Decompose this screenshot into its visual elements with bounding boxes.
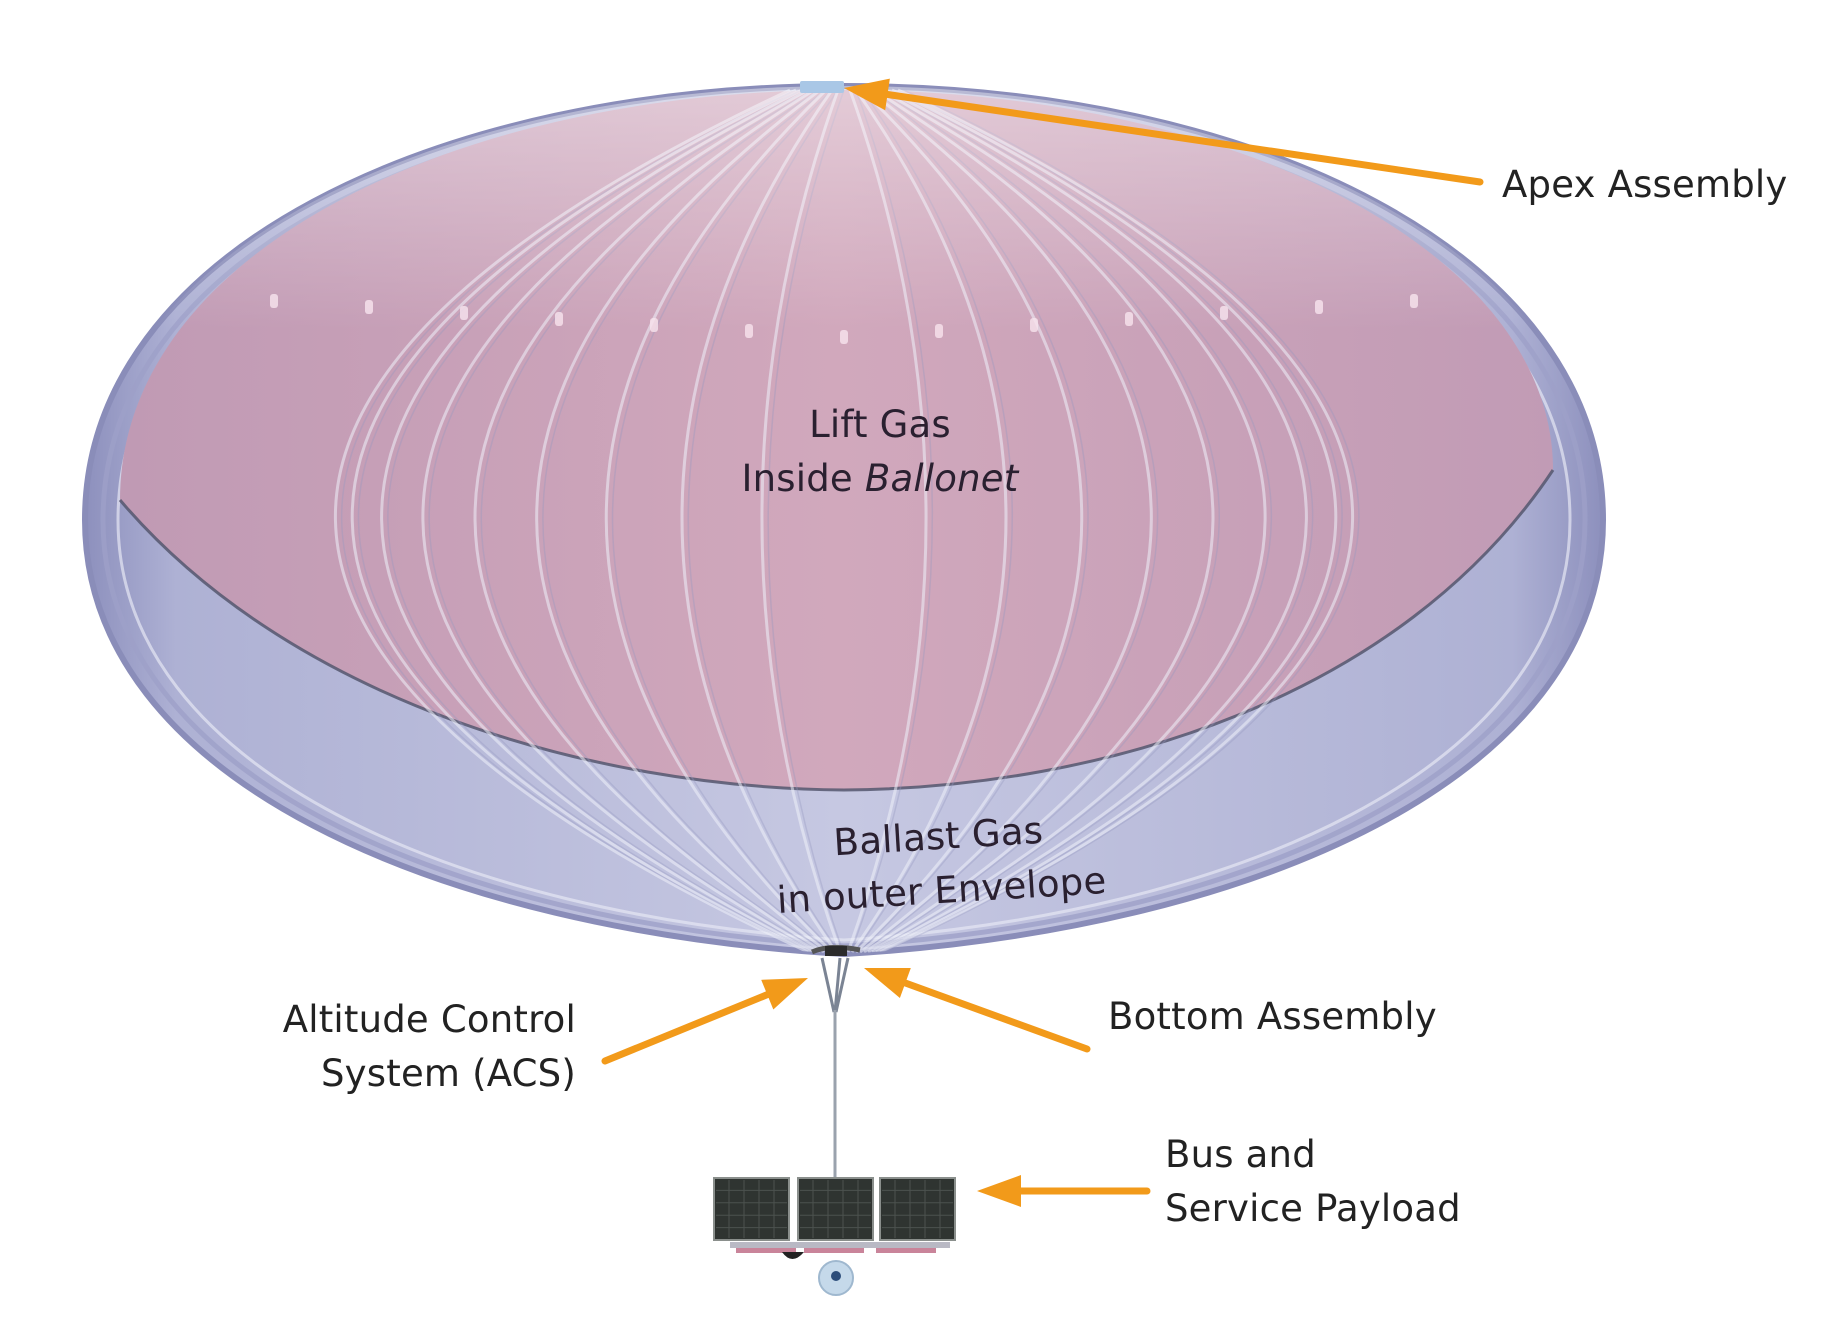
bottom-arrow-head — [864, 967, 911, 999]
bottom-arrow — [864, 967, 1091, 1053]
bottom-arrow-shaft — [901, 979, 1091, 1053]
apex-arrow-shaft — [884, 90, 1484, 186]
label-acs: Altitude Control System (ACS) — [200, 993, 576, 1101]
lift-gas-line2-prefix: Inside — [741, 457, 865, 500]
solar-panel — [797, 1177, 874, 1241]
apex-arrow-head — [844, 78, 890, 111]
lift-gas-line1: Lift Gas — [809, 403, 951, 446]
callout-arrows — [601, 78, 1484, 1207]
lift-gas-line2: Inside Ballonet — [700, 452, 1060, 506]
label-apex-assembly: Apex Assembly — [1502, 158, 1788, 212]
bottom-assembly — [810, 944, 861, 956]
apex-arrow — [844, 78, 1484, 186]
bus-payload — [713, 1177, 956, 1296]
acs-arrow — [601, 978, 808, 1065]
acs-arrow-head — [761, 978, 808, 1010]
apex-assembly-text: Apex Assembly — [1502, 163, 1788, 206]
label-bottom-assembly: Bottom Assembly — [1108, 990, 1437, 1044]
acs-line2: System (ACS) — [321, 1052, 576, 1095]
label-bus-payload: Bus and Service Payload — [1165, 1128, 1461, 1236]
bottom-assembly-text: Bottom Assembly — [1108, 995, 1437, 1038]
label-lift-gas: Lift Gas Inside Ballonet — [700, 398, 1060, 506]
bus-line1: Bus and — [1165, 1133, 1316, 1176]
lift-gas-line2-italic: Ballonet — [864, 457, 1019, 500]
acs-line1: Altitude Control — [282, 998, 576, 1041]
solar-panel — [713, 1177, 790, 1241]
acs-arrow-shaft — [601, 991, 771, 1065]
bus-arrow — [977, 1175, 1151, 1207]
bus-arrow-head — [977, 1175, 1021, 1207]
bus-line2: Service Payload — [1165, 1187, 1461, 1230]
acs-cage — [820, 957, 850, 1013]
apex-assembly — [800, 81, 844, 93]
solar-panel — [879, 1177, 956, 1241]
